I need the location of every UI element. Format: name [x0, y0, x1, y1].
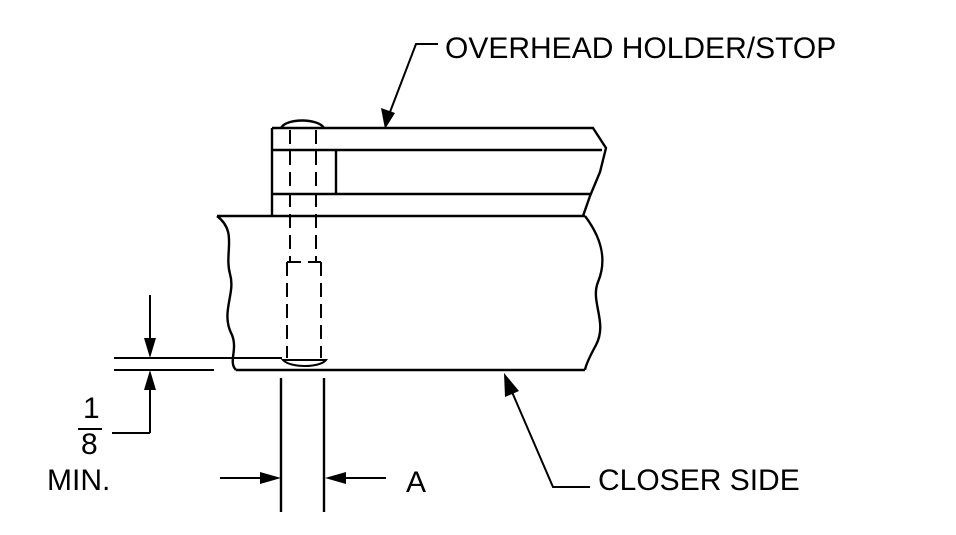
label-min: MIN. — [47, 464, 110, 497]
label-closer-side: CLOSER SIDE — [598, 464, 800, 497]
closer-leader — [504, 373, 590, 488]
label-overhead-holder-stop: OVERHEAD HOLDER/STOP — [445, 32, 836, 65]
overhead-leader — [381, 43, 438, 129]
label-dimension-a: A — [406, 466, 426, 499]
screw-head — [279, 119, 326, 129]
eighth-min-dimension — [78, 295, 282, 434]
hidden-screw — [280, 130, 329, 367]
dimension-a-arrows — [220, 472, 386, 484]
overhead-holder-stop — [270, 119, 608, 217]
label-fraction-denominator: 8 — [81, 428, 98, 461]
door-body — [216, 214, 604, 372]
label-fraction-numerator: 1 — [83, 392, 100, 425]
